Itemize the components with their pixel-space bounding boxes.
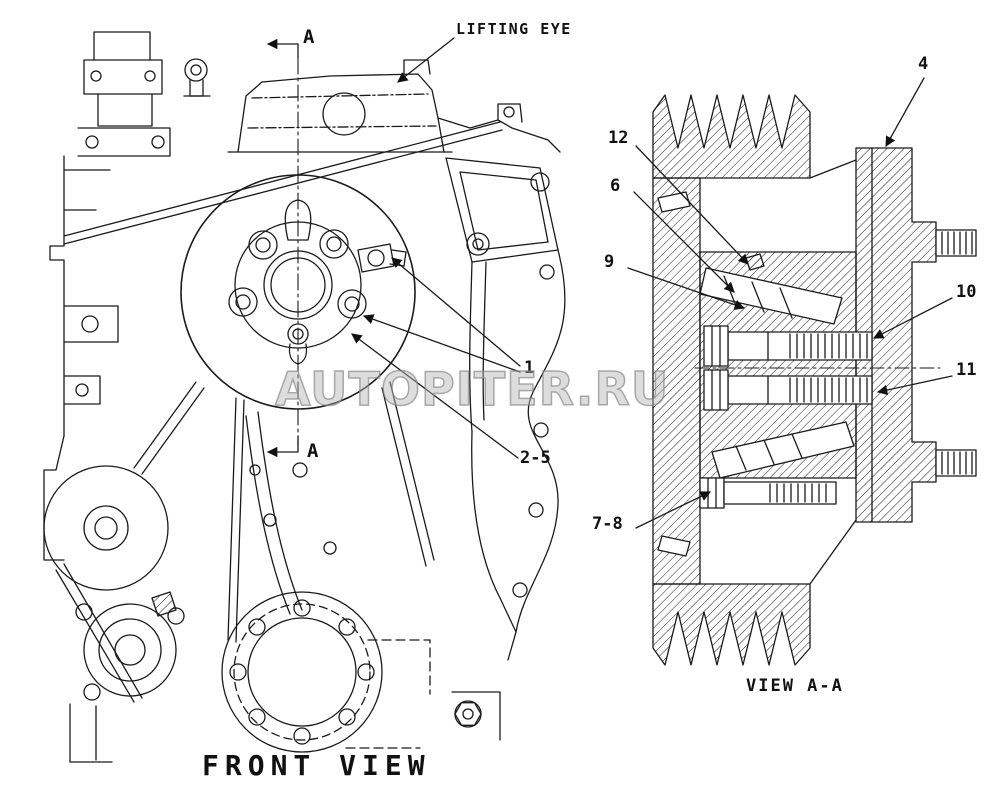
callout-4: 4	[918, 54, 929, 74]
front-view-drawing	[43, 31, 566, 763]
engine-right-profile	[471, 249, 566, 661]
leader-6	[633, 191, 735, 293]
bolt-upper	[703, 325, 873, 367]
section-marker-bottom: A	[307, 440, 319, 462]
leader-1b	[363, 314, 521, 373]
leader-9	[627, 267, 745, 310]
retainer-ring-lower	[657, 535, 691, 557]
bearing-lower	[711, 421, 855, 479]
leader-4	[885, 77, 925, 147]
callout-6: 6	[610, 176, 621, 196]
leader-2-5	[351, 333, 519, 459]
pulley-web	[652, 177, 701, 585]
pulley-grooves-top	[652, 94, 811, 179]
lifting-eye-label: LIFTING EYE	[456, 20, 572, 38]
lifting-bracket	[227, 59, 453, 153]
section-view-drawing	[627, 77, 977, 666]
leader-12	[635, 145, 749, 265]
crank-pulley	[221, 591, 431, 753]
hub-assembly	[228, 199, 407, 365]
water-pump-pulley	[43, 465, 169, 591]
drive-belts	[55, 121, 503, 703]
stud-upper	[935, 229, 977, 257]
engine-block-left-edge	[43, 155, 119, 561]
accessory-pulley	[69, 591, 185, 763]
stud-lower	[935, 449, 977, 477]
leader-10	[873, 297, 953, 339]
callout-11: 11	[956, 360, 977, 380]
callout-1: 1	[524, 358, 535, 378]
pulley-grooves-bottom	[652, 583, 811, 666]
section-leader-lines	[627, 77, 953, 529]
retainer-ring-upper	[657, 191, 691, 213]
front-view-caption: FRONT VIEW	[202, 749, 431, 782]
bolt-lower	[703, 369, 873, 411]
fan-pulley-circle	[180, 174, 416, 410]
leader-lifting-eye	[397, 37, 455, 83]
section-marker-top: A	[303, 26, 315, 48]
callout-7-8: 7-8	[592, 514, 623, 534]
front-view-leader-lines	[351, 37, 521, 459]
section-cut-line	[266, 38, 299, 458]
bearing-upper	[699, 253, 843, 325]
leader-7-8	[635, 491, 711, 529]
callout-12: 12	[608, 128, 629, 148]
eye-bolt	[183, 58, 211, 97]
leader-11	[876, 375, 953, 396]
mount-foot-bolt	[451, 691, 501, 741]
section-arrow-top	[266, 38, 299, 59]
view-aa-caption: VIEW A-A	[746, 676, 844, 696]
thermostat-housing	[77, 31, 171, 157]
callout-10: 10	[956, 282, 977, 302]
timing-cover	[245, 411, 337, 615]
leader-1a	[391, 257, 521, 367]
adapter-flange	[855, 147, 937, 523]
callout-2-5: 2-5	[520, 448, 551, 468]
bolt-lower-left	[699, 477, 837, 509]
callout-9: 9	[604, 252, 615, 272]
section-arrow-bottom	[266, 435, 299, 458]
